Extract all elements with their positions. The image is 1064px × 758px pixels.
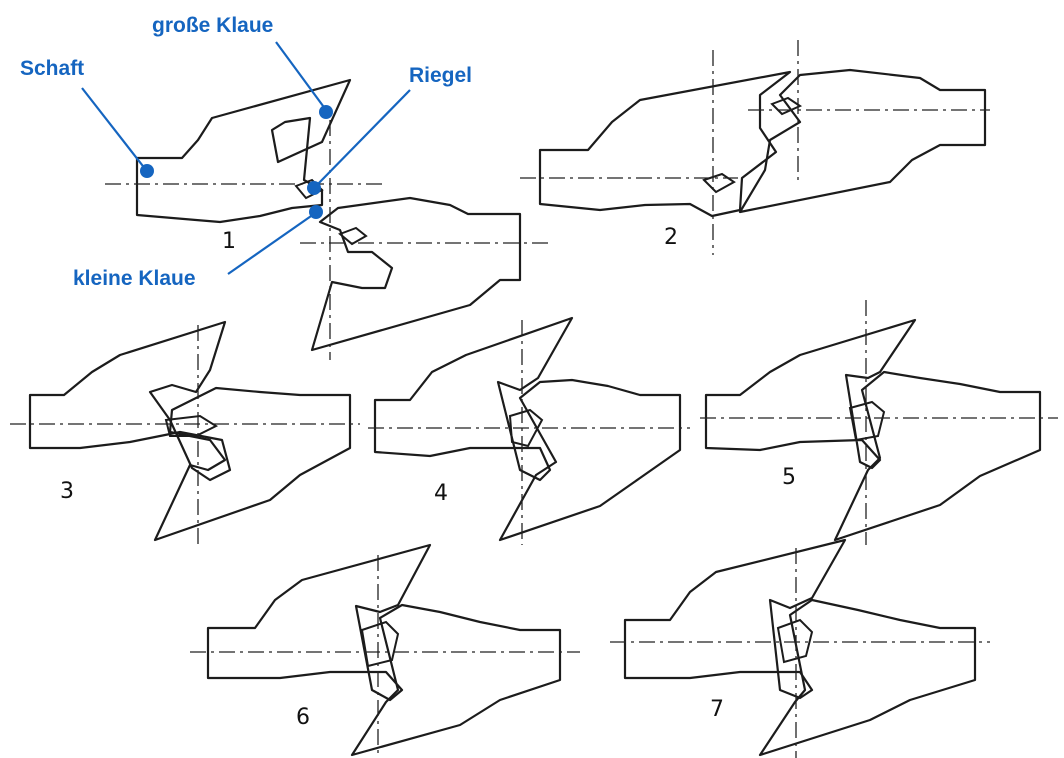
stage-1: 1 — [105, 78, 550, 360]
stage-7-left-half — [623, 538, 847, 700]
leader-kleine-klaue — [227, 213, 315, 275]
stage-2-right-half — [738, 68, 987, 214]
leader-schaft — [81, 87, 147, 171]
stage-6-left-half — [206, 543, 432, 702]
stage-4-riegel — [508, 408, 544, 448]
stage-3-left-half — [28, 320, 232, 482]
leader-grosse-klaue — [275, 41, 327, 111]
stage-1-riegel-lower — [338, 226, 368, 246]
stage-3-number: 3 — [60, 479, 74, 504]
stage-1-riegel — [294, 178, 324, 200]
label-grosse-klaue: große Klaue — [152, 14, 273, 37]
stage-3-riegel — [164, 414, 219, 437]
leader-riegel — [315, 89, 411, 187]
stage-5-number: 5 — [782, 465, 796, 490]
annotations: große Klaue Schaft Riegel kleine Klaue — [20, 14, 472, 290]
stage-6-right-half — [350, 603, 562, 757]
label-kleine-klaue: kleine Klaue — [73, 267, 196, 290]
stage-3: 3 — [10, 320, 360, 545]
stage-5-riegel — [848, 400, 886, 442]
stage-5-right-half — [833, 370, 1042, 542]
marker-grosse-klaue — [319, 105, 333, 119]
stage-2-number: 2 — [664, 225, 678, 250]
stage-4-left-half — [373, 316, 574, 482]
stage-7-number: 7 — [710, 697, 724, 722]
stage-2-left-half — [538, 70, 792, 218]
stage-1-left-half — [135, 78, 352, 224]
marker-riegel — [307, 181, 321, 195]
stage-4-number: 4 — [434, 481, 448, 506]
stage-2-riegel-upper — [770, 96, 803, 116]
stage-7-right-half — [758, 598, 977, 757]
label-schaft: Schaft — [20, 57, 84, 80]
stage-2: 2 — [520, 40, 990, 255]
stage-1-right-half — [310, 196, 522, 352]
stage-4: 4 — [368, 316, 690, 545]
stage-6: 6 — [190, 543, 580, 758]
stage-2-riegel — [702, 172, 736, 194]
marker-kleine-klaue — [309, 205, 323, 219]
marker-schaft — [140, 164, 154, 178]
stage-6-riegel — [360, 620, 400, 668]
stage-5: 5 — [700, 300, 1058, 545]
stage-4-right-half — [498, 378, 682, 542]
stage-6-number: 6 — [296, 705, 310, 730]
stage-3-right-half — [153, 386, 352, 542]
stage-7: 7 — [610, 538, 990, 758]
stage-5-left-half — [704, 318, 917, 470]
label-riegel: Riegel — [409, 64, 472, 87]
stage-1-number: 1 — [222, 229, 236, 254]
